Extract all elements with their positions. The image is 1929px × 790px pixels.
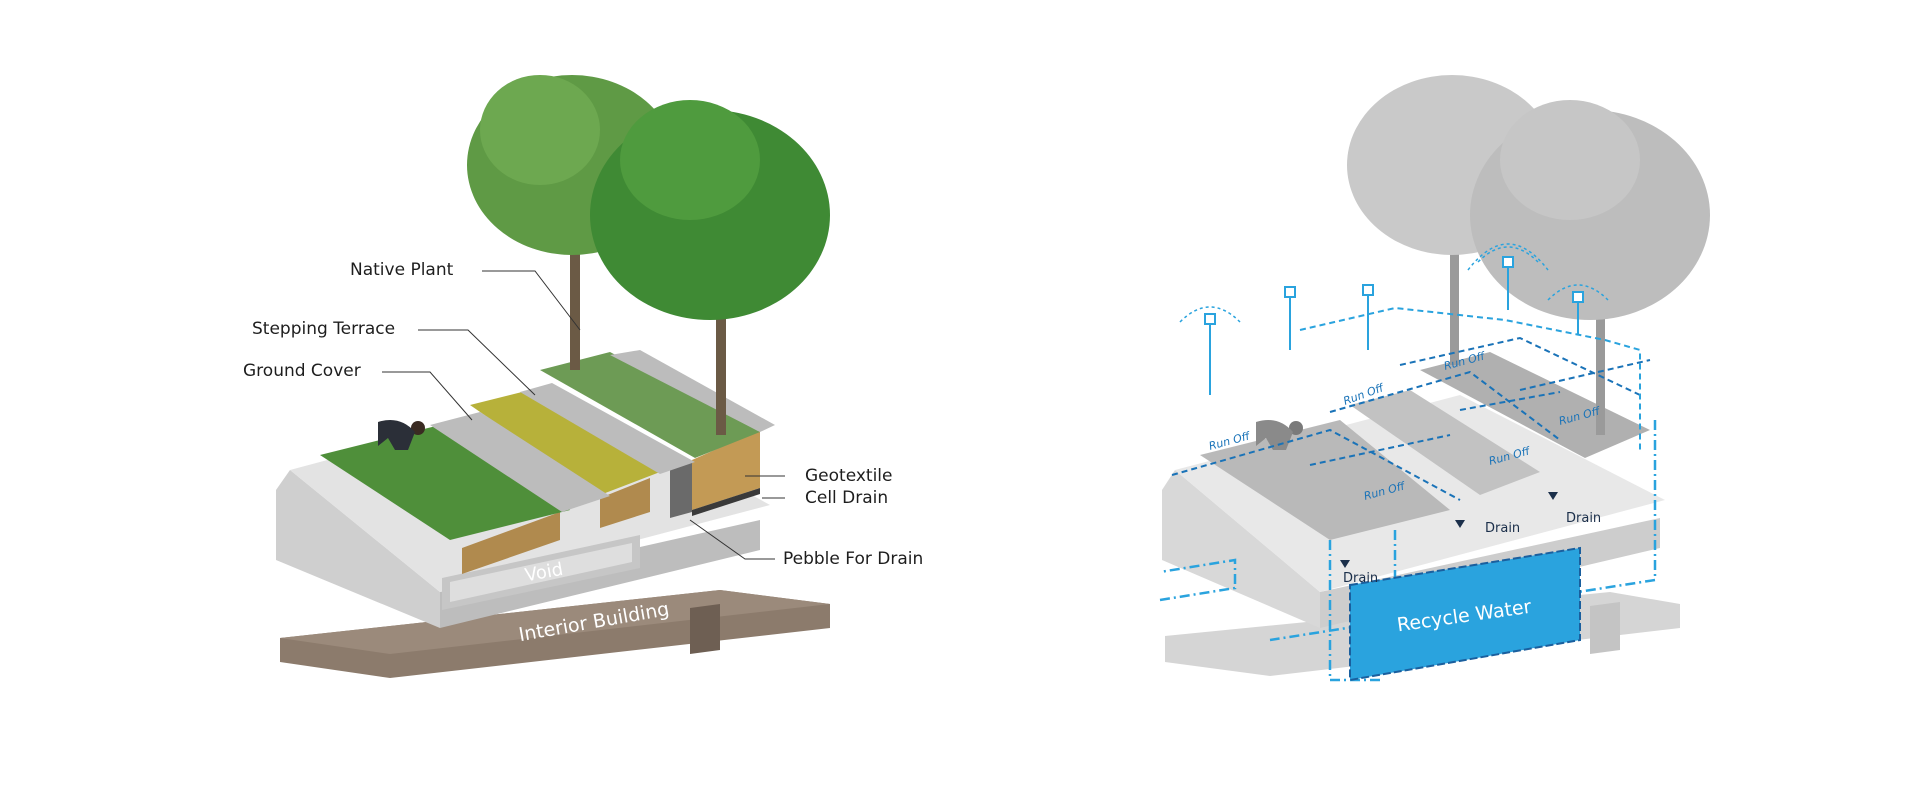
- ground-cover-bed-2: [470, 390, 660, 495]
- leader-stepping-terrace: [418, 329, 536, 396]
- label-geotextile: Geotextile: [805, 466, 893, 486]
- right-building-post: [1590, 602, 1620, 654]
- person-body: [378, 419, 415, 450]
- leader-native-plant: [482, 270, 581, 331]
- void-chamber-inner: [450, 543, 632, 602]
- right-water-flow-section: Recycle Water Drain Drain Drain Run Off …: [1159, 75, 1710, 682]
- runoff-flow-lines: [1171, 336, 1651, 501]
- right-planter-front: [1162, 470, 1320, 628]
- soil-section-1: [462, 512, 560, 574]
- right-tree-trunk-right: [1596, 220, 1605, 435]
- right-bed-2: [1350, 390, 1540, 495]
- interior-building-top: [280, 590, 830, 654]
- cell-drain-strip: [692, 488, 760, 516]
- left-green-roof-section: Void Interior Building: [276, 75, 830, 678]
- stepping-terrace-1: [430, 412, 610, 512]
- right-person-body: [1256, 419, 1293, 450]
- tree-canopy-left-b: [480, 75, 600, 185]
- drain-label-3: Drain: [1566, 511, 1601, 526]
- sensor-posts: [1209, 262, 1641, 450]
- stepping-terrace-3: [610, 350, 775, 432]
- interior-building-post: [690, 604, 720, 654]
- label-pebble-for-drain: Pebble For Drain: [783, 549, 924, 569]
- tree-canopy-right-b: [620, 100, 760, 220]
- stepping-terrace-2: [520, 383, 695, 474]
- label-cell-drain: Cell Drain: [805, 488, 889, 508]
- drain-markers: [1340, 492, 1558, 568]
- leader-pebble: [689, 519, 775, 560]
- concrete-planter-front: [276, 470, 440, 628]
- drain-label-1: Drain: [1343, 571, 1378, 586]
- soil-section-3: [692, 430, 760, 510]
- soil-section-2: [600, 478, 650, 528]
- recycle-water-tank[interactable]: [1349, 546, 1581, 682]
- sensor-caps: [1204, 256, 1584, 325]
- ground-cover-bed-3: [540, 352, 760, 458]
- tree-trunk-left: [570, 200, 580, 370]
- drain-label-2: Drain: [1485, 521, 1520, 536]
- ground-cover-bed-1: [320, 420, 570, 540]
- right-tree-canopy-right-b: [1500, 100, 1640, 220]
- signal-arcs: [1179, 243, 1609, 323]
- leader-ground-cover: [382, 371, 473, 421]
- tree-trunk-right: [716, 220, 726, 435]
- label-stepping-terrace: Stepping Terrace: [252, 319, 396, 339]
- label-ground-cover: Ground Cover: [243, 361, 361, 381]
- label-native-plant: Native Plant: [350, 260, 454, 280]
- right-tree-trunk-left: [1450, 200, 1459, 365]
- pebble-layer: [670, 462, 692, 518]
